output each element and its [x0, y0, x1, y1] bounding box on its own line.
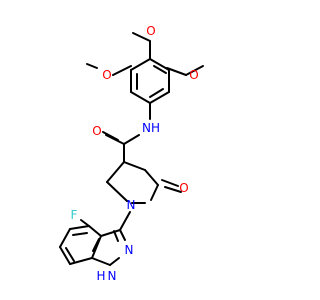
bond [150, 184, 159, 201]
bond [80, 219, 90, 227]
bond [106, 181, 128, 202]
bond [164, 186, 182, 193]
bond [86, 63, 98, 69]
bond [109, 257, 120, 266]
atom-label-oxygen-left: O [102, 68, 111, 82]
atom-label-oxygen-top: O [146, 24, 155, 38]
bond [69, 225, 90, 230]
molecule-structure-diagram: O O O NH O N O F N H N [59, 24, 204, 283]
bond [153, 65, 167, 74]
bond [59, 228, 71, 248]
atom-label-carbonyl-oxygen: O [92, 124, 101, 138]
atom-labels: O O O NH O N O F N H N [71, 24, 199, 283]
bond [113, 230, 119, 242]
atom-label-indazole-n: N [108, 269, 117, 283]
bond [59, 246, 71, 265]
bond [123, 161, 146, 171]
bond [149, 58, 170, 71]
bond [69, 257, 93, 265]
atom-label-fluorine: F [71, 208, 78, 222]
bonds [59, 32, 204, 266]
bond [106, 161, 125, 183]
bond [100, 229, 121, 237]
atom-label-indazole-nitrogen: N [125, 243, 134, 257]
bond [130, 91, 151, 104]
bond [119, 211, 131, 231]
bond [166, 67, 187, 76]
bond [88, 225, 102, 237]
bond [149, 91, 170, 104]
bond [149, 88, 164, 98]
bond [92, 238, 100, 252]
bond [102, 131, 119, 141]
bond [119, 229, 126, 241]
bond [123, 134, 140, 145]
bond [161, 179, 179, 187]
atom-label-amide-nh: NH [142, 121, 160, 135]
atom-label-ring-nitrogen: N [127, 198, 136, 212]
bond [72, 232, 88, 236]
bond [112, 65, 132, 76]
atom-label-indazole-h: H [96, 269, 105, 283]
bond [144, 169, 159, 186]
bond [185, 65, 204, 76]
bond [65, 247, 75, 262]
bond [91, 257, 111, 266]
bond [132, 32, 151, 42]
bond [130, 58, 151, 71]
atom-label-ketone-oxygen: O [179, 181, 188, 195]
atom-label-oxygen-right: O [189, 68, 198, 82]
